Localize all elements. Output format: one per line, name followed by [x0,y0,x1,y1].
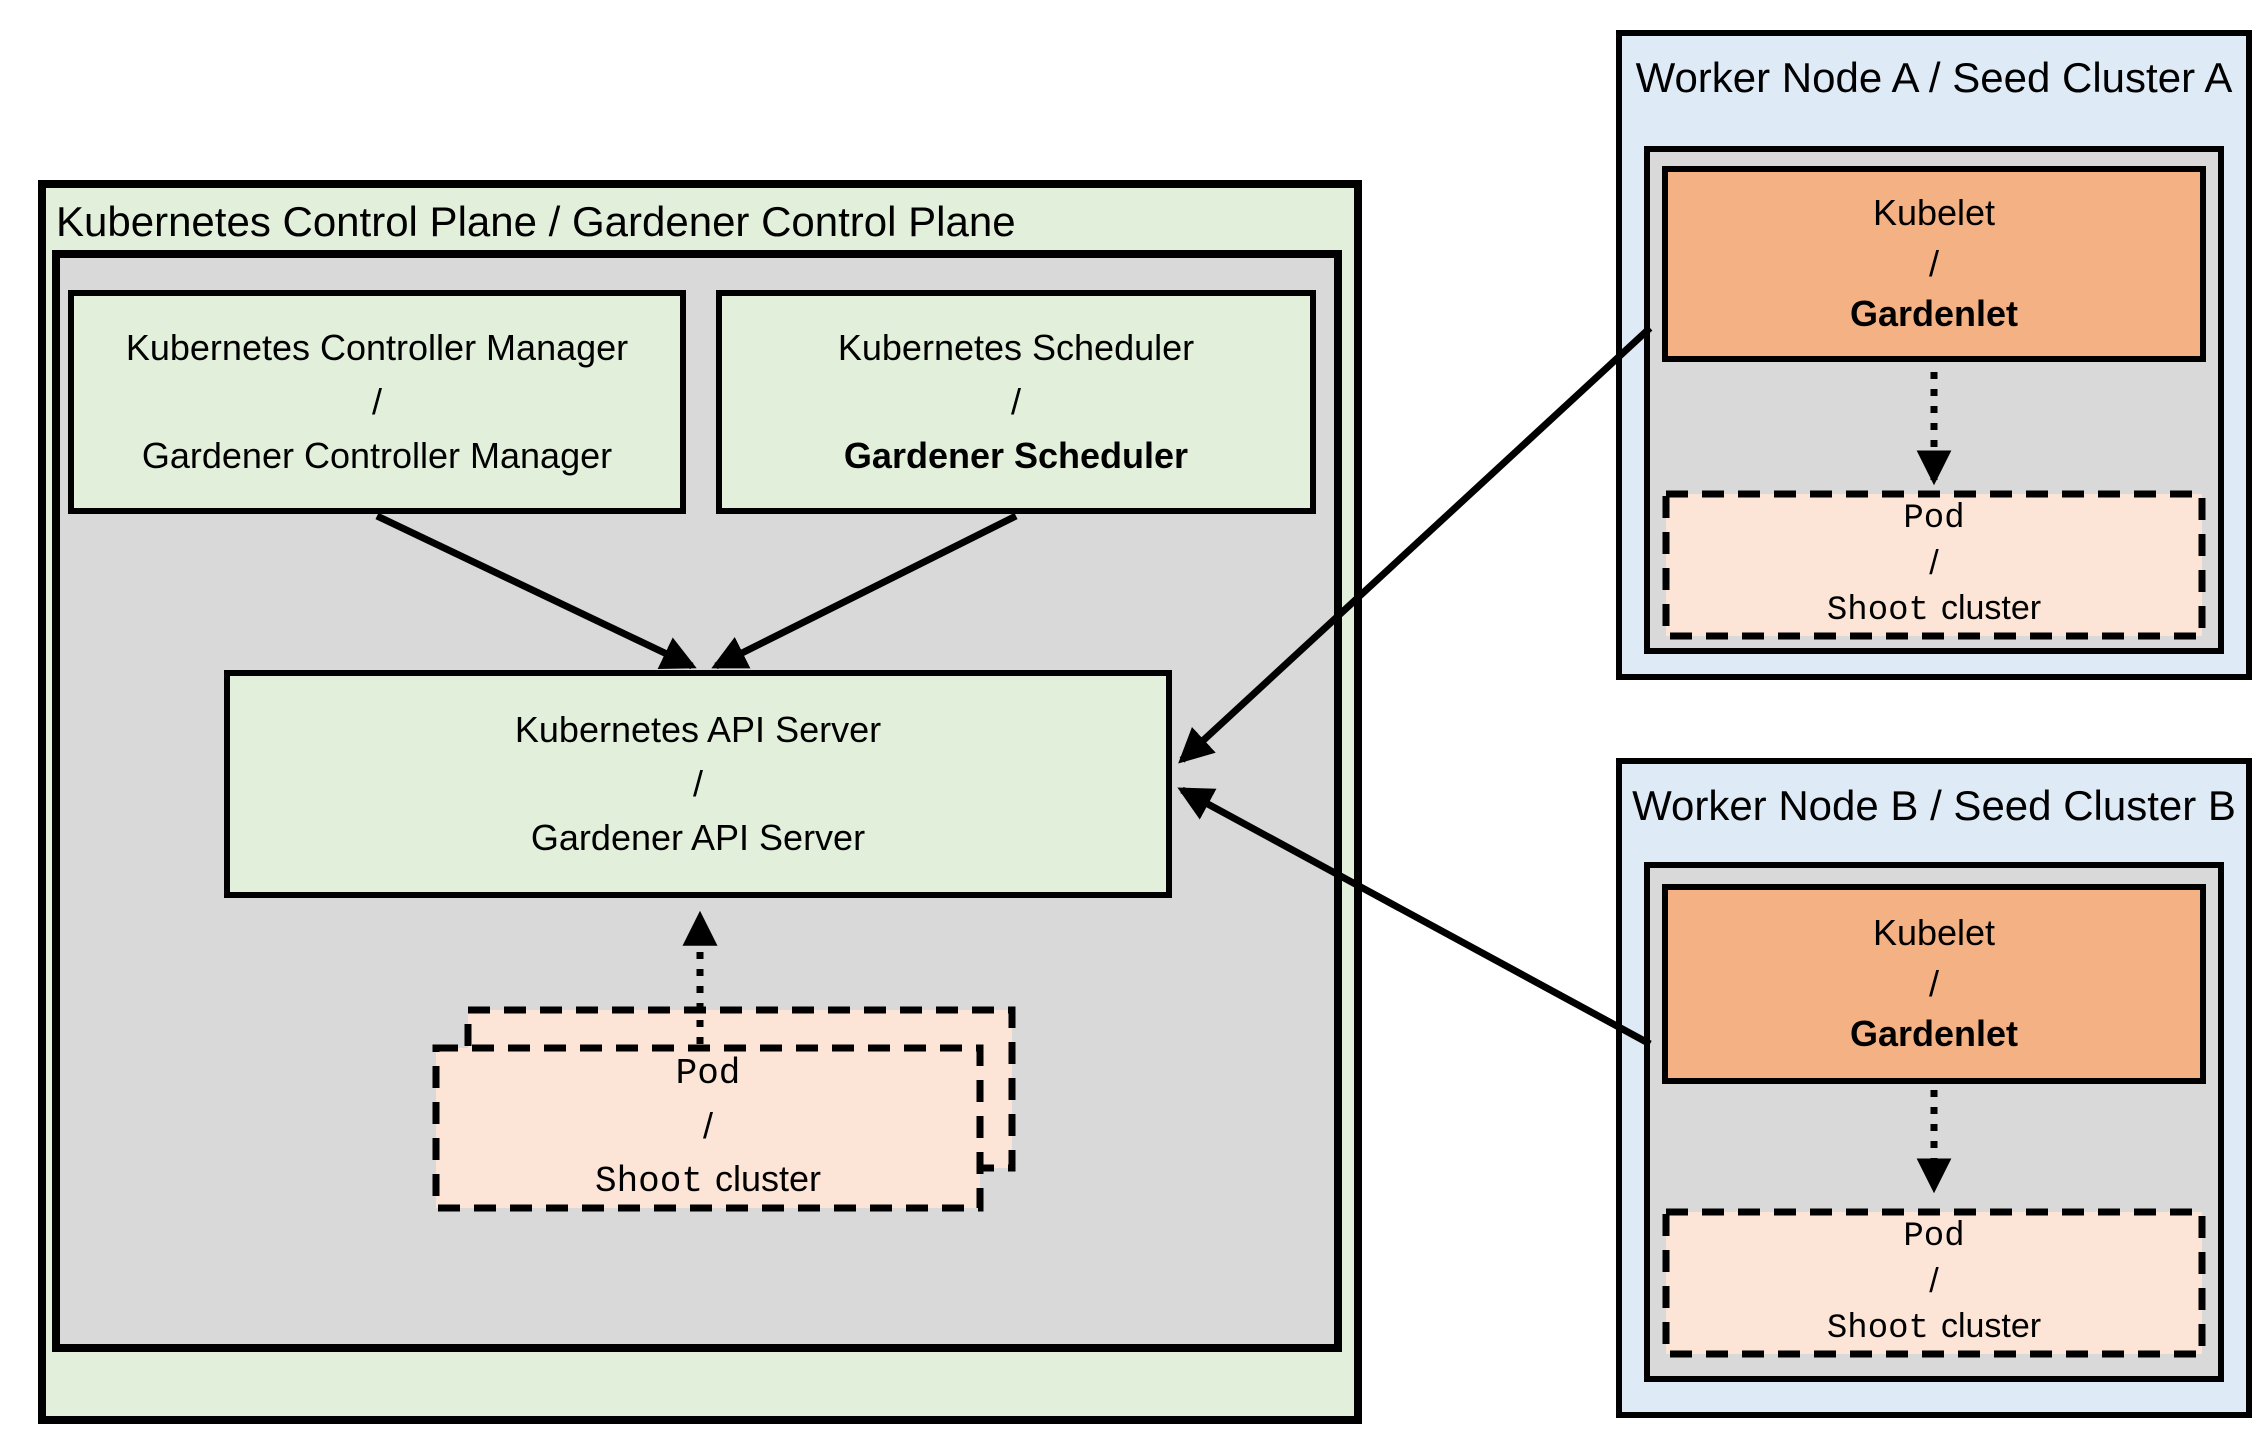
worker-node-a-box: Worker Node A / Seed Cluster A Kubelet /… [1616,30,2252,680]
worker-node-b-box: Worker Node B / Seed Cluster B Kubelet /… [1616,758,2252,1418]
slash-separator: / [692,763,703,804]
slash-separator: / [1929,544,1939,583]
slash-separator: / [1928,242,1939,284]
kubelet-label-bottom: Gardenlet [1849,1013,2019,1055]
slash-separator: / [1010,381,1021,422]
controller-manager-box: Kubernetes Controller Manager / Gardener… [68,290,686,514]
scheduler-box: Kubernetes Scheduler / Gardener Schedule… [716,290,1316,514]
api-server-label-bottom: Gardener API Server [530,817,866,858]
slash-separator: / [1928,962,1939,1004]
kubelet-label-bottom: Gardenlet [1849,293,2019,335]
slash-separator: / [702,1105,713,1147]
pod-label-top: Pod [1903,1218,1965,1257]
controller-manager-label-bottom: Gardener Controller Manager [141,435,613,476]
scheduler-label-bottom: Gardener Scheduler [843,435,1189,476]
slash-separator: / [1929,1262,1939,1301]
api-server-box: Kubernetes API Server / Gardener API Ser… [224,670,1172,898]
scheduler-label-top: Kubernetes Scheduler [837,327,1195,368]
kubelet-label-top: Kubelet [1872,912,1996,954]
control-plane-inner-box: Kubernetes Controller Manager / Gardener… [52,250,1342,1352]
dashed-border [1662,490,2206,640]
slash-separator: / [371,381,382,422]
kubelet-gardenlet-box-a: Kubelet / Gardenlet [1662,166,2206,362]
pod-label-top: Pod [675,1053,741,1095]
kubelet-gardenlet-box-b: Kubelet / Gardenlet [1662,884,2206,1084]
controller-manager-label-top: Kubernetes Controller Manager [125,327,629,368]
api-server-label-top: Kubernetes API Server [514,709,882,750]
control-plane-box: Kubernetes Control Plane / Gardener Cont… [38,180,1362,1424]
kubelet-label-top: Kubelet [1872,192,1996,234]
dashed-border [1662,1208,2206,1358]
control-plane-title: Kubernetes Control Plane / Gardener Cont… [56,198,1016,245]
pod-label-top: Pod [1903,500,1965,539]
worker-node-b-title: Worker Node B / Seed Cluster B [1632,782,2236,829]
dashed-border [432,1044,984,1212]
worker-node-a-title: Worker Node A / Seed Cluster A [1635,54,2233,101]
